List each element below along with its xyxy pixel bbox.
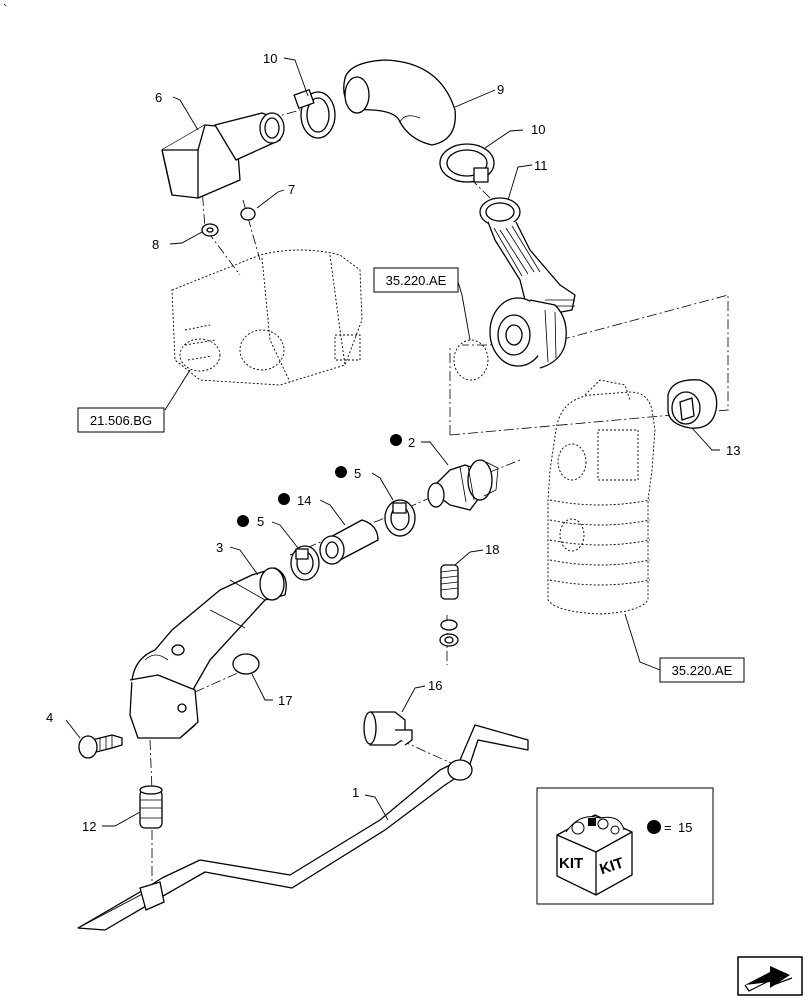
callout-5-lower: 5	[257, 514, 264, 529]
callout-12: 12	[82, 819, 96, 834]
kit-legend-box: KIT KIT = 15	[536, 787, 714, 905]
callout-3: 3	[216, 540, 223, 555]
reference-label-pump: 21.506.BG	[90, 413, 152, 428]
callout-14: 14	[297, 493, 311, 508]
callout-17: 17	[278, 693, 292, 708]
callout-10-lower: 10	[531, 122, 545, 137]
corner-mark	[3, 3, 7, 7]
kit-bullet-icon	[647, 820, 661, 834]
part-7-o-ring	[240, 207, 256, 221]
part-10-clamp-lower	[439, 143, 495, 183]
callout-7: 7	[288, 182, 295, 197]
kit-bullet-icon	[278, 493, 290, 505]
callout-2: 2	[408, 435, 415, 450]
callout-1: 1	[352, 785, 359, 800]
filter-housing-ghost	[547, 379, 656, 615]
part-16-fitting	[363, 711, 413, 746]
reference-port-circle	[453, 339, 489, 381]
callout-4: 4	[46, 710, 53, 725]
callout-13: 13	[726, 443, 740, 458]
part-5-clamp-upper	[384, 499, 416, 537]
part-18-spring	[439, 564, 459, 647]
kit-box-icon: KIT KIT	[556, 814, 633, 896]
reference-link-bottom[interactable]: 35.220.AE	[659, 657, 745, 683]
reference-link-pump[interactable]: 21.506.BG	[77, 407, 165, 433]
part-14-hose	[319, 519, 379, 565]
reference-label-bottom: 35.220.AE	[672, 663, 733, 678]
kit-bullet-icon	[237, 515, 249, 527]
part-13-sleeve	[667, 379, 718, 429]
callout-16: 16	[428, 678, 442, 693]
reference-label-top: 35.220.AE	[386, 273, 447, 288]
part-17-o-ring	[232, 653, 260, 675]
part-8-seal	[201, 223, 219, 237]
part-11-return-line	[479, 197, 576, 369]
callout-9: 9	[497, 82, 504, 97]
kit-bullet-icon	[335, 466, 347, 478]
part-6-fitting	[161, 112, 285, 199]
part-4-bolt	[78, 734, 123, 759]
kit-legend-equals: =	[664, 820, 672, 835]
pump-ghost	[171, 249, 363, 386]
callout-5-upper: 5	[354, 466, 361, 481]
part-12-fitting	[139, 785, 163, 829]
kit-legend-value: 15	[678, 820, 692, 835]
kit-bullet-icon	[390, 434, 402, 446]
part-2-fitting	[427, 459, 499, 511]
part-5-clamp-lower	[290, 545, 320, 581]
callout-11: 11	[534, 158, 548, 173]
callout-10-upper: 10	[263, 51, 277, 66]
kit-label-right: KIT	[598, 855, 626, 879]
part-9-elbow-hose	[343, 59, 456, 146]
callout-18: 18	[485, 542, 499, 557]
navigation-arrow-icon[interactable]	[737, 956, 803, 996]
part-3-suction-tube	[129, 567, 287, 739]
part-1-drain-line	[77, 724, 529, 931]
reference-link-top[interactable]: 35.220.AE	[373, 267, 459, 293]
part-10-clamp-upper	[293, 89, 336, 139]
kit-label-left: KIT	[559, 855, 583, 872]
callout-8: 8	[152, 237, 159, 252]
leader-lines	[65, 57, 720, 827]
callout-6: 6	[155, 90, 162, 105]
